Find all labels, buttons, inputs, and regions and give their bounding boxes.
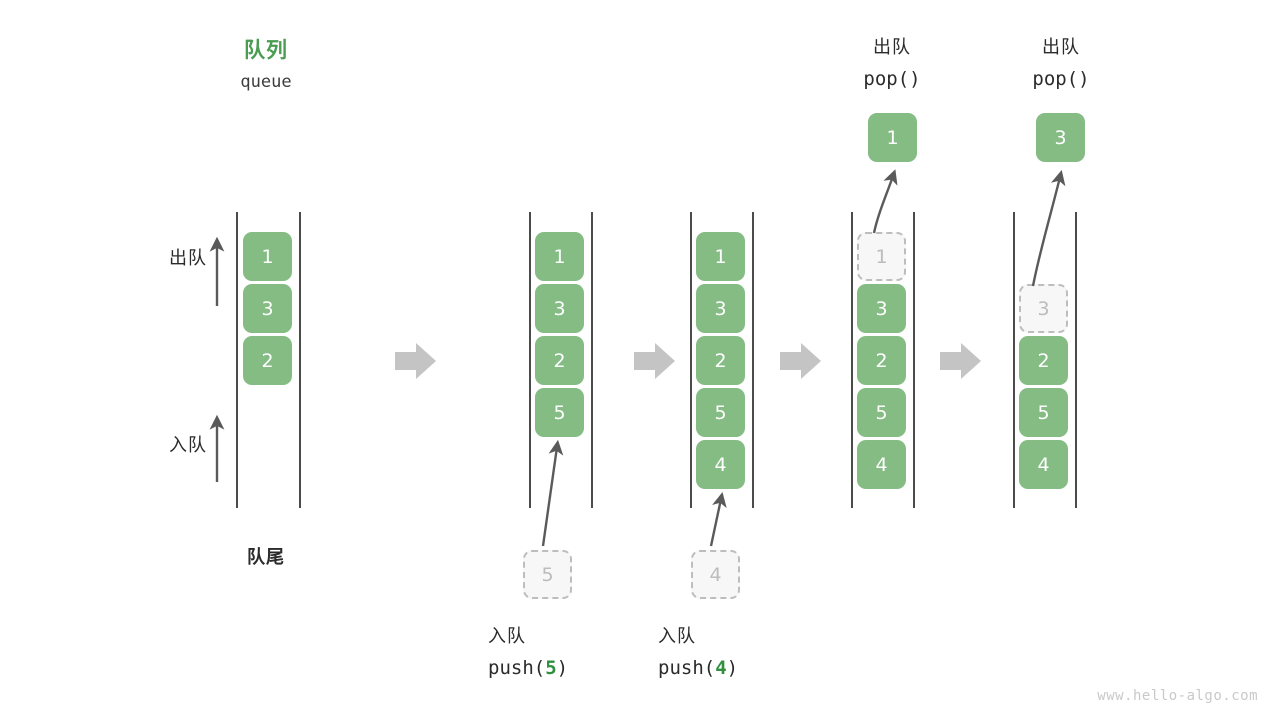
queue-cell: 2 (696, 336, 745, 385)
diagram-title-en: queue (240, 72, 292, 92)
pop1-caption-code: pop() (863, 68, 921, 90)
cell-value: 1 (535, 232, 584, 281)
queue-cell: 3 (857, 284, 906, 333)
queue-cell: 3 (696, 284, 745, 333)
cell-value: 5 (1019, 388, 1068, 437)
queue-cell: 2 (243, 336, 292, 385)
flow-arrow (780, 343, 821, 379)
cell-value: 2 (696, 336, 745, 385)
pop3-caption-cn: 出队 (1042, 37, 1080, 58)
cell-value: 5 (535, 388, 584, 437)
queue-cell: 2 (535, 336, 584, 385)
flow-arrow (634, 343, 675, 379)
pop1-arrow (872, 169, 898, 234)
queue-cell: 3 (243, 284, 292, 333)
flow-arrow (940, 343, 981, 379)
cell-value: 2 (857, 336, 906, 385)
pop1-caption-cn: 出队 (873, 37, 911, 58)
watermark: www.hello-algo.com (1097, 688, 1258, 704)
queue-cell: 5 (857, 388, 906, 437)
cell-value: 3 (696, 284, 745, 333)
push5-arg: 5 (545, 657, 557, 679)
queue-rail-right-col4 (913, 212, 915, 508)
cell-value: 5 (857, 388, 906, 437)
cell-value: 4 (857, 440, 906, 489)
cell-value: 4 (1019, 440, 1068, 489)
pop3-arrow (1031, 170, 1066, 287)
queue-cell: 1 (696, 232, 745, 281)
cell-value: 3 (1036, 113, 1085, 162)
push4-caption-code: push(4) (658, 657, 739, 679)
queue-rail-left-col1 (236, 212, 238, 508)
queue-rail-right-col5 (1075, 212, 1077, 508)
incoming-cell-ghost: 4 (691, 550, 740, 599)
incoming-cell-ghost: 5 (523, 550, 572, 599)
queue-cell: 2 (1019, 336, 1068, 385)
cell-value: 1 (696, 232, 745, 281)
cell-value: 1 (243, 232, 292, 281)
queue-cell: 3 (535, 284, 584, 333)
cell-value: 2 (1019, 336, 1068, 385)
push5-arrow (541, 439, 564, 547)
queue-rail-left-col3 (690, 212, 692, 508)
rear-label: 队尾 (247, 547, 285, 568)
queue-rail-left-col2 (529, 212, 531, 508)
push5-caption-code: push(5) (488, 657, 569, 679)
popped-cell: 3 (1036, 113, 1085, 162)
enqueue-direction-label: 入队 (169, 435, 207, 456)
push4-arg: 4 (715, 657, 727, 679)
cell-value: 4 (696, 440, 745, 489)
diagram-title-cn: 队列 (244, 38, 288, 62)
cell-value: 4 (691, 550, 740, 599)
cell-value: 3 (243, 284, 292, 333)
queue-cell: 2 (857, 336, 906, 385)
queue-rail-right-col3 (752, 212, 754, 508)
queue-cell: 4 (857, 440, 906, 489)
queue-rail-left-col5 (1013, 212, 1015, 508)
cell-value: 3 (857, 284, 906, 333)
cell-value: 2 (243, 336, 292, 385)
queue-cell-removed: 3 (1019, 284, 1068, 333)
queue-cell: 5 (1019, 388, 1068, 437)
flow-arrow (395, 343, 436, 379)
push4-arrow (709, 491, 727, 547)
queue-cell-new: 5 (535, 388, 584, 437)
queue-cell-removed: 1 (857, 232, 906, 281)
queue-cell: 5 (696, 388, 745, 437)
popped-cell: 1 (868, 113, 917, 162)
cell-value: 1 (857, 232, 906, 281)
queue-cell-new: 4 (696, 440, 745, 489)
queue-cell: 4 (1019, 440, 1068, 489)
queue-rail-left-col4 (851, 212, 853, 508)
cell-value: 1 (868, 113, 917, 162)
cell-value: 3 (1019, 284, 1068, 333)
queue-rail-right-col1 (299, 212, 301, 508)
push5-caption-cn: 入队 (488, 626, 526, 647)
dequeue-direction-label: 出队 (169, 248, 207, 269)
push4-caption-cn: 入队 (658, 626, 696, 647)
cell-value: 2 (535, 336, 584, 385)
cell-value: 3 (535, 284, 584, 333)
cell-value: 5 (696, 388, 745, 437)
queue-cell: 1 (243, 232, 292, 281)
queue-rail-right-col2 (591, 212, 593, 508)
cell-value: 5 (523, 550, 572, 599)
queue-cell: 1 (535, 232, 584, 281)
pop3-caption-code: pop() (1032, 68, 1090, 90)
